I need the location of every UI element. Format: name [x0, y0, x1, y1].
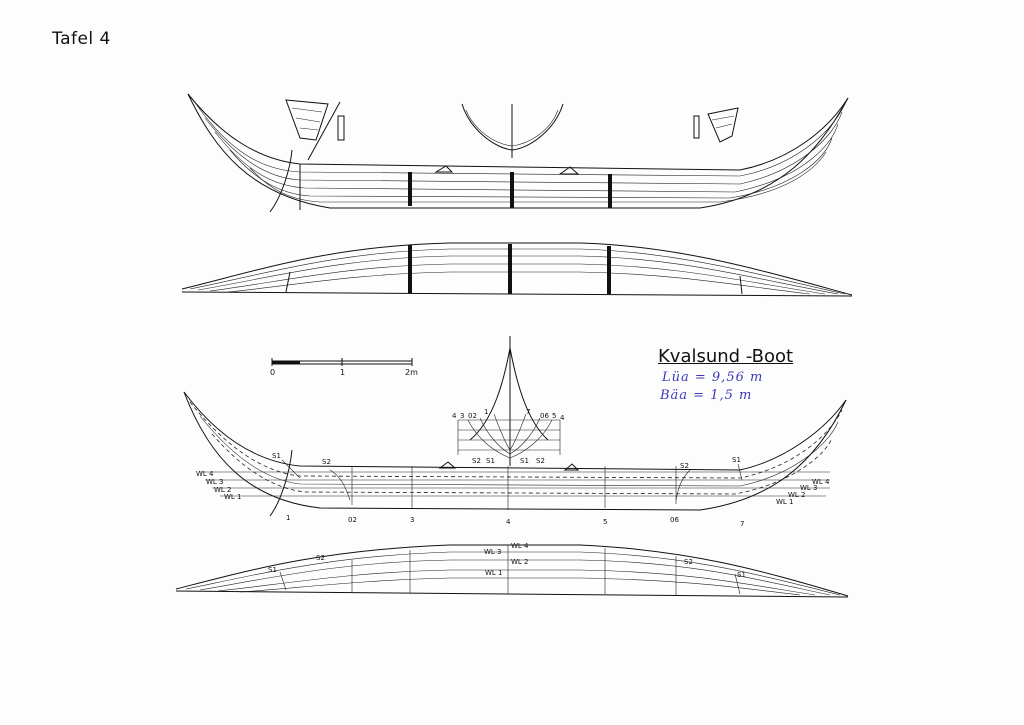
- section-label: 4: [560, 414, 565, 422]
- station-label: 4: [506, 518, 511, 526]
- station-label: 5: [603, 518, 607, 526]
- station-label: 3: [410, 516, 414, 524]
- waterline-label: WL 1: [224, 493, 242, 501]
- plate-label: Tafel 4: [52, 29, 111, 49]
- waterline-label: WL 3: [484, 548, 502, 556]
- strake-label: S2: [680, 462, 689, 470]
- half-breadth-plan: [175, 544, 849, 598]
- strake-label: S1: [268, 566, 277, 574]
- section-label: 1: [484, 408, 488, 416]
- section-label: 7: [526, 408, 530, 416]
- scale-bar: 0 1 2m: [270, 358, 418, 377]
- strake-label: S2: [684, 558, 693, 566]
- frame-mark: [608, 174, 612, 208]
- top-plan-view: [181, 242, 853, 297]
- profile-view: [187, 93, 849, 213]
- body-plan: 4 3 02 1 7 06 5 4 S2 S1 S1 S2: [452, 336, 565, 466]
- waterline-label: WL 2: [511, 558, 529, 566]
- waterline-label: WL 3: [800, 484, 818, 492]
- waterline-label: WL 4: [196, 470, 214, 478]
- waterline-label: WL 2: [214, 486, 232, 494]
- section-label: 02: [468, 412, 477, 420]
- lines-plan: [183, 391, 847, 517]
- waterline-label: WL 3: [206, 478, 224, 486]
- station-label: 1: [286, 514, 290, 522]
- frame-mark: [510, 172, 514, 208]
- waterline-label: WL 1: [776, 498, 794, 506]
- strake-label: S2: [472, 457, 481, 465]
- scale-label: 1: [340, 368, 345, 377]
- section-label: 5: [552, 412, 556, 420]
- strake-label: S2: [536, 457, 545, 465]
- strake-label: S1: [486, 457, 495, 465]
- section-label: 3: [460, 412, 464, 420]
- strake-label: S1: [732, 456, 741, 464]
- station-label: 02: [348, 516, 357, 524]
- strake-label: S1: [737, 571, 746, 579]
- station-label: 06: [670, 516, 679, 524]
- scale-label: 2m: [405, 368, 418, 377]
- station-label: 7: [740, 520, 744, 528]
- beam-note: Bäa = 1,5 m: [660, 388, 753, 403]
- length-note: Lüa = 9,56 m: [662, 370, 764, 385]
- section-label: 06: [540, 412, 549, 420]
- boat-title: Kvalsund -Boot: [658, 346, 794, 367]
- waterline-label: WL 4: [511, 542, 529, 550]
- waterline-label: WL 1: [485, 569, 503, 577]
- section-label: 4: [452, 412, 457, 420]
- strake-label: S1: [272, 452, 281, 460]
- waterline-label: WL 2: [788, 491, 806, 499]
- scale-label: 0: [270, 368, 275, 377]
- waterline-label: WL 4: [812, 478, 830, 486]
- strake-label: S2: [322, 458, 331, 466]
- strake-label: S1: [520, 457, 529, 465]
- strake-label: S2: [316, 554, 325, 562]
- frame-mark: [408, 172, 412, 206]
